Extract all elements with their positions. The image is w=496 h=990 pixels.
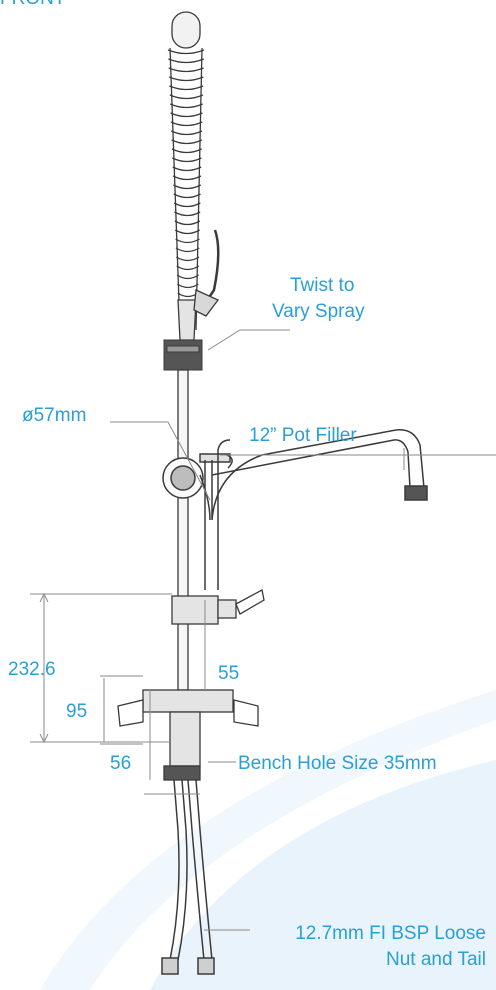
spring-coil [170, 112, 203, 118]
spring-coil [168, 58, 205, 64]
twist-label-line1: Twist to [290, 275, 355, 296]
spring-coil [174, 220, 201, 226]
spring-coil [176, 274, 199, 280]
tail-label-line1: 12.7mm FI BSP Loose [295, 923, 486, 944]
spring-coil [171, 148, 202, 154]
spring-coil [169, 94, 204, 100]
dim-95-label: 95 [66, 701, 88, 722]
riser-pipe [177, 369, 189, 691]
spray-spring [167, 11, 220, 341]
spring-coil [168, 67, 204, 73]
spring-coil [175, 256, 200, 262]
bench-hole-label: Bench Hole Size 35mm [238, 753, 437, 774]
spring-coil [174, 211, 201, 217]
spring-coil [175, 247, 200, 253]
spring-coil [173, 184, 202, 190]
pot-filler-valve [171, 589, 265, 625]
flex-hoses [161, 779, 215, 975]
pot-filler-label: 12” Pot Filler [249, 425, 357, 446]
spring-coil [174, 229, 201, 235]
spring-coil [170, 130, 203, 136]
twist-label-line2: Vary Spray [272, 301, 365, 322]
spring-coil [173, 193, 201, 199]
spring-coil [172, 166, 202, 172]
spring-coil [175, 238, 200, 244]
dim-56-label: 56 [110, 753, 132, 774]
spring-coil [172, 175, 202, 181]
spring-coil [172, 157, 202, 163]
header-fragment: FRONT [0, 0, 65, 10]
tail-label-line2: Nut and Tail [386, 949, 486, 970]
diameter-label: ø57mm [22, 405, 87, 426]
cross-valve [117, 689, 259, 781]
spring-coil [169, 103, 203, 109]
spring-coil [169, 85, 204, 91]
spring-coil [170, 121, 203, 127]
spring-coil [176, 265, 200, 271]
spring-coil [171, 139, 203, 145]
pot-filler-spout [199, 429, 428, 590]
dim-55-label: 55 [218, 663, 240, 684]
spray-collar [163, 339, 203, 371]
spring-coil [168, 76, 204, 82]
dim-232-label: 232.6 [8, 659, 56, 680]
spring-coil [176, 283, 199, 289]
spring-coil [173, 202, 201, 208]
spring-coil [167, 49, 205, 55]
dimension-lines [30, 329, 496, 931]
watermark-logo [40, 690, 496, 990]
